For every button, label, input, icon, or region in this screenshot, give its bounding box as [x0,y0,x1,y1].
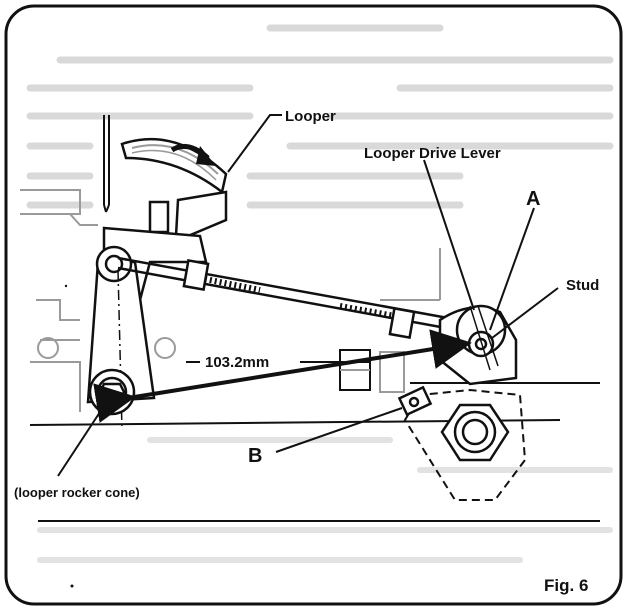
looper-label: Looper [285,108,336,125]
background-text-lines-bottom [37,437,613,563]
label-b: B [248,445,262,467]
dashed-bracket [403,388,527,501]
leader-lines [57,114,559,477]
machine-bed-outline [20,189,441,412]
stud-label: Stud [566,277,599,294]
figure-number: Fig. 6 [544,576,588,595]
figure-frame [4,4,623,606]
needle [103,115,110,213]
connecting-rod [117,256,471,339]
looper-rocker-cone [88,368,136,416]
stray-dot [70,584,74,588]
looper-drive-lever-label: Looper Drive Lever [364,145,501,162]
stud-marks [469,305,499,371]
dimension-line [93,329,472,423]
dimension-label: 103.2mm [205,354,269,371]
background-text-lines [26,24,614,209]
looper-rocker-cone-label: (looper rocker cone) [14,485,140,500]
stray-dot [64,284,68,288]
motion-arrowhead [196,146,216,166]
hex-nut [440,403,510,462]
label-a: A [526,188,540,210]
